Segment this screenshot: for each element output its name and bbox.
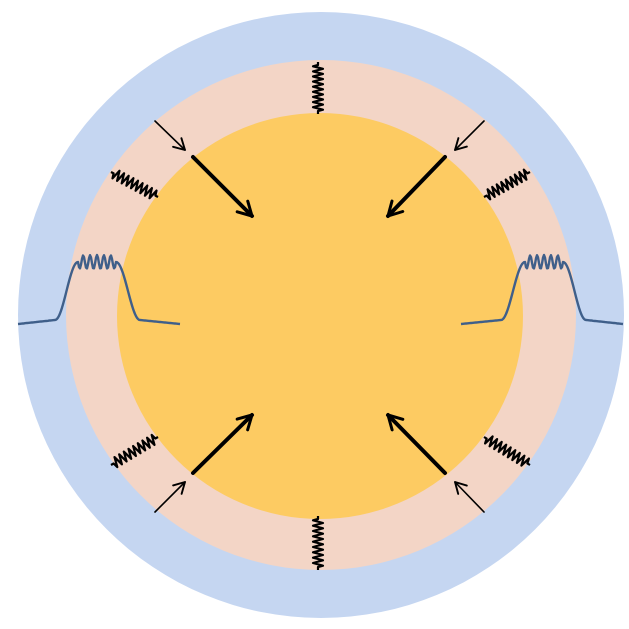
arrow-lower-left bbox=[191, 413, 254, 475]
spring-upper-left bbox=[110, 169, 159, 200]
wave-left bbox=[17, 253, 181, 326]
arrow-upper-right bbox=[386, 155, 447, 218]
spring-lower-left bbox=[110, 433, 159, 469]
spring-lower-right bbox=[483, 435, 531, 467]
spring-top bbox=[311, 62, 325, 114]
spring-bottom bbox=[311, 516, 325, 570]
wave-packets-group bbox=[17, 253, 624, 326]
small-arrow-lower-left bbox=[154, 481, 186, 513]
arrow-lower-right bbox=[386, 413, 447, 475]
spring-upper-right bbox=[483, 168, 531, 201]
arrows-group bbox=[154, 120, 485, 513]
small-arrow-upper-left bbox=[154, 120, 186, 151]
small-arrow-upper-right bbox=[454, 120, 485, 151]
inner-core bbox=[117, 113, 523, 519]
springs-group bbox=[110, 62, 531, 570]
wave-right bbox=[460, 253, 624, 326]
small-arrow-lower-right bbox=[454, 481, 485, 513]
arrow-upper-left bbox=[191, 155, 254, 218]
